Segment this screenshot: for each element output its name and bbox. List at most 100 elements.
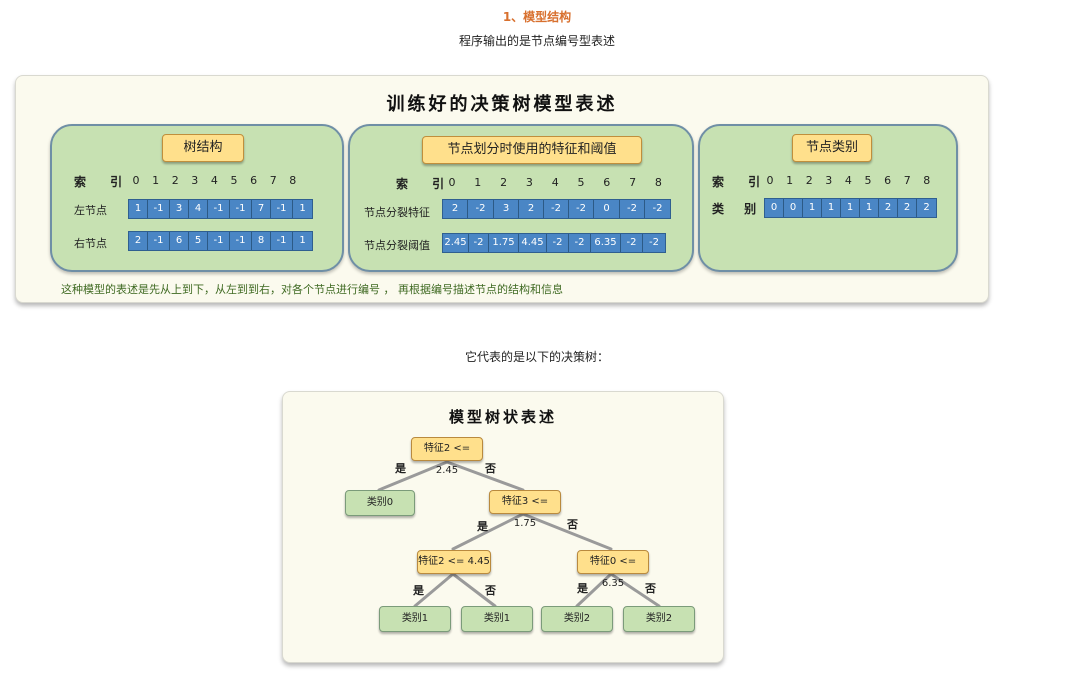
value-cell: -2 bbox=[544, 200, 569, 218]
value-cell: 0 bbox=[784, 199, 803, 217]
tree-structure-badge: 树结构 bbox=[162, 134, 244, 162]
split-feature-row-label: 节点分裂特征 bbox=[364, 206, 430, 219]
value-cell: -1 bbox=[208, 200, 230, 218]
edge-n2-n6 bbox=[521, 512, 613, 551]
index-number: 1 bbox=[152, 174, 160, 187]
class-row-label: 类 别 bbox=[712, 202, 765, 216]
tree-leaf-class0: 类别0 bbox=[345, 490, 415, 516]
value-cell: 1 bbox=[803, 199, 822, 217]
value-cell: -2 bbox=[620, 200, 645, 218]
edge-n2-n3 bbox=[451, 512, 525, 551]
index-number: 7 bbox=[629, 176, 637, 189]
value-cell: -1 bbox=[208, 232, 230, 250]
value-cell: 1 bbox=[841, 199, 860, 217]
tree-node-root: 特征2 <= 2.45 bbox=[411, 437, 483, 476]
section-title: 1、模型结构 bbox=[502, 10, 572, 24]
index-number: 0 bbox=[132, 174, 140, 187]
value-cell: -1 bbox=[271, 232, 293, 250]
value-cell: 4 bbox=[189, 200, 208, 218]
value-cell: -1 bbox=[271, 200, 293, 218]
index-number: 8 bbox=[289, 174, 297, 187]
tree-leaf-l7: 类别2 bbox=[541, 606, 613, 632]
tree-edges bbox=[377, 460, 661, 608]
value-cell: 1 bbox=[299, 235, 306, 246]
value-cell: 2 bbox=[879, 199, 898, 217]
index-number: 6 bbox=[884, 174, 892, 187]
index-number: 3 bbox=[825, 174, 833, 187]
edge-n6-l7 bbox=[575, 572, 613, 608]
tree-node-n6: 特征0 <= 6.35 bbox=[577, 550, 649, 589]
index-number: 4 bbox=[844, 174, 852, 187]
section-subtitle: 程序输出的是节点编号型表述 bbox=[458, 34, 615, 48]
index-number: 1 bbox=[474, 176, 482, 189]
value-cell: 5 bbox=[189, 232, 208, 250]
intro-text: 它代表的是以下的决策树： bbox=[464, 350, 609, 364]
branch-yes-label: 是 bbox=[395, 462, 406, 475]
branch-yes-label: 是 bbox=[477, 520, 488, 533]
value-cell: 1 bbox=[129, 200, 148, 218]
branch-no-label: 否 bbox=[567, 518, 578, 531]
value-cell: -2 bbox=[652, 203, 663, 214]
index-number: 5 bbox=[577, 176, 585, 189]
value-cell: 2 bbox=[519, 200, 544, 218]
tree-leaf-l5: 类别1 bbox=[461, 606, 533, 632]
index-number: 6 bbox=[250, 174, 258, 187]
value-cell: -1 bbox=[148, 200, 170, 218]
branch-no-label: 否 bbox=[485, 584, 496, 597]
value-cell: 1 bbox=[299, 203, 306, 214]
edge-n3-l4 bbox=[413, 572, 455, 608]
edge-root-n2 bbox=[445, 460, 525, 492]
value-cell: 2.45 bbox=[443, 234, 469, 252]
index-number: 5 bbox=[864, 174, 872, 187]
branch-yes-label: 是 bbox=[413, 584, 424, 597]
value-cell: 3 bbox=[494, 200, 519, 218]
value-cell: -2 bbox=[547, 234, 569, 252]
index-number: 4 bbox=[210, 174, 218, 187]
value-cell: 1 bbox=[860, 199, 879, 217]
value-cell: -1 bbox=[230, 232, 252, 250]
value-cell: 2 bbox=[129, 232, 148, 250]
value-cell: 1.75 bbox=[489, 234, 519, 252]
index-number: 3 bbox=[525, 176, 533, 189]
index-label: 索 引 bbox=[74, 175, 133, 189]
value-cell: -2 bbox=[621, 234, 643, 252]
tree-node-n3: 特征2 <= 4.45 bbox=[417, 550, 491, 574]
value-cell: 0 bbox=[594, 200, 620, 218]
tree-leaf-l8: 类别2 bbox=[623, 606, 695, 632]
value-cell: 2 bbox=[923, 202, 930, 213]
branch-no-label: 否 bbox=[645, 582, 656, 595]
value-cell: 3 bbox=[170, 200, 189, 218]
value-cell: -2 bbox=[569, 200, 594, 218]
index-number: 8 bbox=[654, 176, 662, 189]
edge-n3-l5 bbox=[451, 572, 497, 608]
value-cell: 8 bbox=[252, 232, 271, 250]
value-cell: 7 bbox=[252, 200, 271, 218]
right-node-label: 右节点 bbox=[74, 237, 107, 250]
value-cell: -2 bbox=[649, 237, 659, 248]
value-cell: 2 bbox=[443, 200, 468, 218]
value-cell: 6.35 bbox=[591, 234, 621, 252]
value-cell: -1 bbox=[148, 232, 170, 250]
tree-leaf-l4: 类别1 bbox=[379, 606, 451, 632]
index-number: 2 bbox=[805, 174, 813, 187]
split-feature-badge: 节点划分时使用的特征和阈值 bbox=[422, 136, 642, 164]
value-cell: 6 bbox=[170, 232, 189, 250]
value-cell: 2 bbox=[898, 199, 917, 217]
index-number: 1 bbox=[786, 174, 794, 187]
left-node-label: 左节点 bbox=[74, 204, 107, 217]
value-cell: -2 bbox=[468, 200, 494, 218]
index-number: 2 bbox=[500, 176, 508, 189]
edge-n6-l8 bbox=[609, 572, 661, 608]
tree-diagram-title: 模型树状表述 bbox=[448, 408, 557, 426]
edge-root-leaf0 bbox=[377, 460, 449, 492]
index-number: 0 bbox=[766, 174, 774, 187]
index-number: 7 bbox=[269, 174, 277, 187]
split-threshold-row-label: 节点分裂阈值 bbox=[364, 239, 430, 252]
